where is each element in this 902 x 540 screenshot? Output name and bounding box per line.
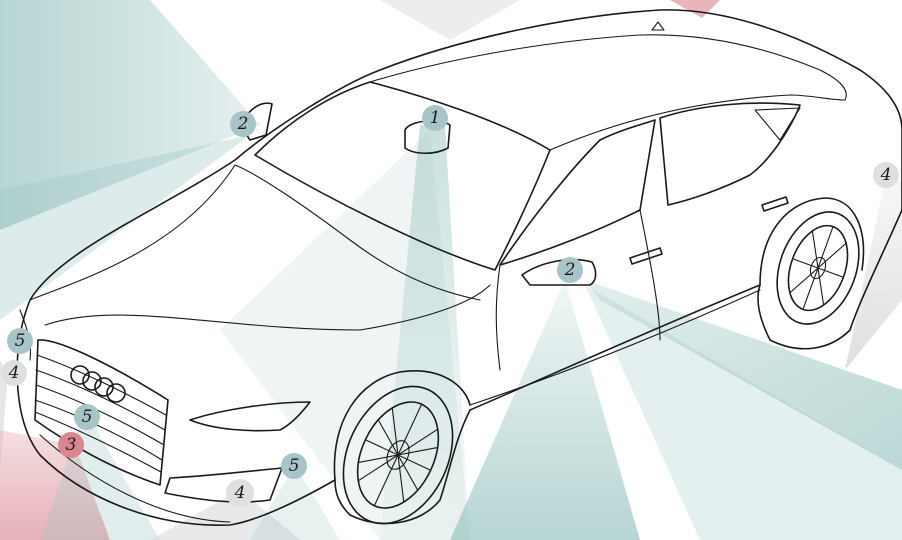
marker-label: 5 xyxy=(82,407,93,427)
roof-line xyxy=(370,35,846,100)
marker-right-mirror-camera: 2 xyxy=(557,257,583,283)
roof-line-2 xyxy=(550,95,845,150)
rear-wheel-arch xyxy=(760,198,863,285)
marker-front-bumper-sensor: 3 xyxy=(58,432,84,458)
marker-label: 2 xyxy=(237,114,249,134)
antenna xyxy=(652,22,664,30)
marker-label: 5 xyxy=(289,456,300,476)
marker-label: 2 xyxy=(564,260,576,280)
marker-right-headlight-sensor: 5 xyxy=(281,453,307,479)
marker-left-front-corner-sensor: 4 xyxy=(1,360,27,386)
marker-label: 5 xyxy=(15,331,26,351)
marker-rear-corner-sensor: 4 xyxy=(873,162,899,188)
rear-quarter-glass xyxy=(755,108,800,140)
marker-left-mirror-camera: 2 xyxy=(230,111,256,137)
marker-windshield-camera: 1 xyxy=(422,105,448,131)
marker-left-headlight-sensor: 5 xyxy=(7,328,33,354)
rear-door-handle xyxy=(762,197,788,211)
zone-windshield-wide xyxy=(220,130,470,540)
right-fog-light xyxy=(165,468,282,502)
marker-label: 1 xyxy=(430,108,441,128)
marker-right-fog-sensor: 4 xyxy=(226,479,254,507)
marker-grille-sensor: 5 xyxy=(74,404,100,430)
marker-label: 4 xyxy=(880,165,892,185)
marker-label: 4 xyxy=(8,363,20,383)
zone-top-right-red xyxy=(670,0,720,18)
marker-label: 4 xyxy=(234,483,246,503)
front-side-window xyxy=(500,120,655,265)
rear-side-window xyxy=(660,103,800,205)
front-door-handle xyxy=(630,248,662,264)
front-door-line xyxy=(496,265,500,370)
marker-label: 3 xyxy=(66,435,77,455)
